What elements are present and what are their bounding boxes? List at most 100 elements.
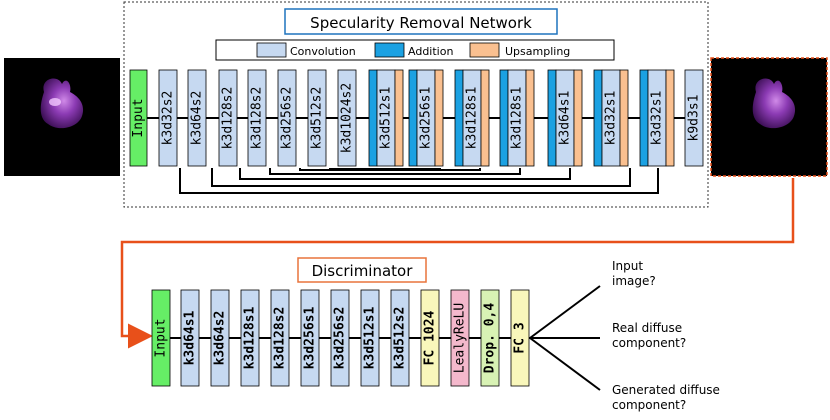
generator-layer-13-addition [593,69,603,167]
generator-layer-8-label: k3d512s1 [379,87,394,150]
generator-layer-10-upsampling [480,69,490,167]
discriminator-layer-11-label: Drop. 0,4 [483,303,498,374]
generator-layer-13-label: k3d32s1 [604,91,619,146]
discriminator-layer-8-box [390,289,410,387]
generator-title: Specularity Removal Network [310,14,532,32]
generator-layer-9-label: k3d256s1 [419,87,434,150]
generator-layer-9-upsampling [434,69,444,167]
legend-convolution-label: Convolution [290,45,356,58]
generator-layer-3-conv [218,69,238,167]
discriminator-layer-3: k3d128s1 [240,289,260,387]
legend-upsampling-label: Upsampling [505,45,570,58]
discriminator-output-3-line-2: component? [612,398,686,412]
generator-layer-10-label: k3d128s1 [465,87,480,150]
discriminator-layer-6-box [330,289,350,387]
generator-layer-3-label: k3d128s2 [221,87,236,150]
discriminator-layer-10-box [450,289,470,387]
discriminator-layer-11: Drop. 0,4 [480,289,500,387]
discriminator-layer-10: LealyReLU [450,289,470,387]
discriminator-layer-2: k3d64s2 [210,289,230,387]
generator-title-box [284,8,558,35]
discriminator-layer-10-label: LealyReLU [453,303,468,373]
discriminator-layer-5-box [300,289,320,387]
discriminator-layer-1-box [180,289,200,387]
discriminator-layer-1: k3d64s1 [180,289,200,387]
output-fan [529,285,601,391]
discriminator-layer-7: k3d512s1 [360,289,380,387]
generator-layer-2: k3d64s2 [187,69,207,167]
output-image [710,57,828,177]
generator-layer-11: k3d128s1 [499,69,535,167]
generator-layer-12-addition [547,69,557,167]
generator-layer-8-upsampling [394,69,404,167]
discriminator-output-1-line-1: Input [612,259,643,273]
discriminator-layer-9-label: FC 1024 [423,310,438,365]
generator-layer-13-upsampling [619,69,629,167]
discriminator-title: Discriminator [312,262,414,280]
discriminator-layer-8-label: k3d512s2 [393,307,408,370]
generator-layer-12: k3d64s1 [547,69,583,167]
generator-layer-6: k3d512s2 [307,69,327,167]
generator-layer-15-conv [684,69,704,167]
discriminator-layer-3-label: k3d128s1 [243,307,258,370]
generator-layer-1-conv [158,69,178,167]
generator-layer-1: k3d32s2 [158,69,178,167]
discriminator-input-label: Input [154,318,169,357]
generator-input-label: Input [131,98,146,137]
discriminator-layer-12-label: FC 3 [513,322,528,353]
discriminator-layer-11-box [480,289,500,387]
discriminator-input-box [151,289,171,387]
generator-layer-14-addition [639,69,649,167]
generator-layer-13: k3d32s1 [593,69,629,167]
generator-layer-2-conv [187,69,207,167]
discriminator-layer-5-label: k3d256s1 [303,307,318,370]
legend-upsampling-swatch [469,42,500,58]
discriminator-layer-6: k3d256s2 [330,289,350,387]
discriminator-output-2-line-1: Real diffuse [612,321,682,335]
generator-layer-11-addition [499,69,509,167]
generator-layer-2-label: k3d64s2 [190,91,205,146]
discriminator-layer-4-label: k3d128s2 [273,307,288,370]
discriminator-layer-1-label: k3d64s1 [183,310,198,365]
discriminator-layer-9-box [420,289,440,387]
discriminator-layer-7-label: k3d512s1 [363,307,378,370]
generator-layer-10-addition [454,69,464,167]
discriminator-layer-6-label: k3d256s2 [333,307,348,370]
generator-layer-5-label: k3d256s2 [280,87,295,150]
generator-layer-15-label: k9d3s1 [687,95,702,142]
discriminator-layer-12-box [510,289,530,387]
discriminator-layer-4: k3d128s2 [270,289,290,387]
generator-layer-5: k3d256s2 [277,69,297,167]
legend: Convolution Addition Upsampling [215,39,615,61]
generator-layer-12-upsampling [573,69,583,167]
generator-layer-11-upsampling [525,69,535,167]
discriminator-layer-2-box [210,289,230,387]
legend-addition-label: Addition [408,45,453,58]
generator-layer-4: k3d128s2 [247,69,267,167]
discriminator-layer-12: FC 3 [510,289,530,387]
discriminator-output-1-line-2: image? [612,274,656,288]
legend-convolution-swatch [256,42,287,58]
generator-layer-14-label: k3d32s1 [650,91,665,146]
generator-layer-10: k3d128s1 [454,69,490,167]
generator-layer-1-label: k3d32s2 [161,91,176,146]
generator-layer-6-conv [307,69,327,167]
discriminator-layer-5: k3d256s1 [300,289,320,387]
input-image [4,58,120,176]
generator-layer-11-label: k3d128s1 [510,87,525,150]
discriminator-layer-7-box [360,289,380,387]
generator-layer-8: k3d512s1 [368,69,404,167]
generator-layer-4-label: k3d128s2 [250,87,265,150]
legend-addition-swatch [374,42,405,58]
generator-layer-6-label: k3d512s2 [310,87,325,150]
generator-frame [123,1,709,208]
generator-layer-3: k3d128s2 [218,69,238,167]
discriminator-layer-2-label: k3d64s2 [213,311,228,366]
feedback-arrow [120,178,795,349]
generator-layer-4-conv [247,69,267,167]
generator-layer-8-addition [368,69,378,167]
generator-layer-14: k3d32s1 [639,69,675,167]
generator-layer-5-conv [277,69,297,167]
skip-connections [179,168,659,194]
